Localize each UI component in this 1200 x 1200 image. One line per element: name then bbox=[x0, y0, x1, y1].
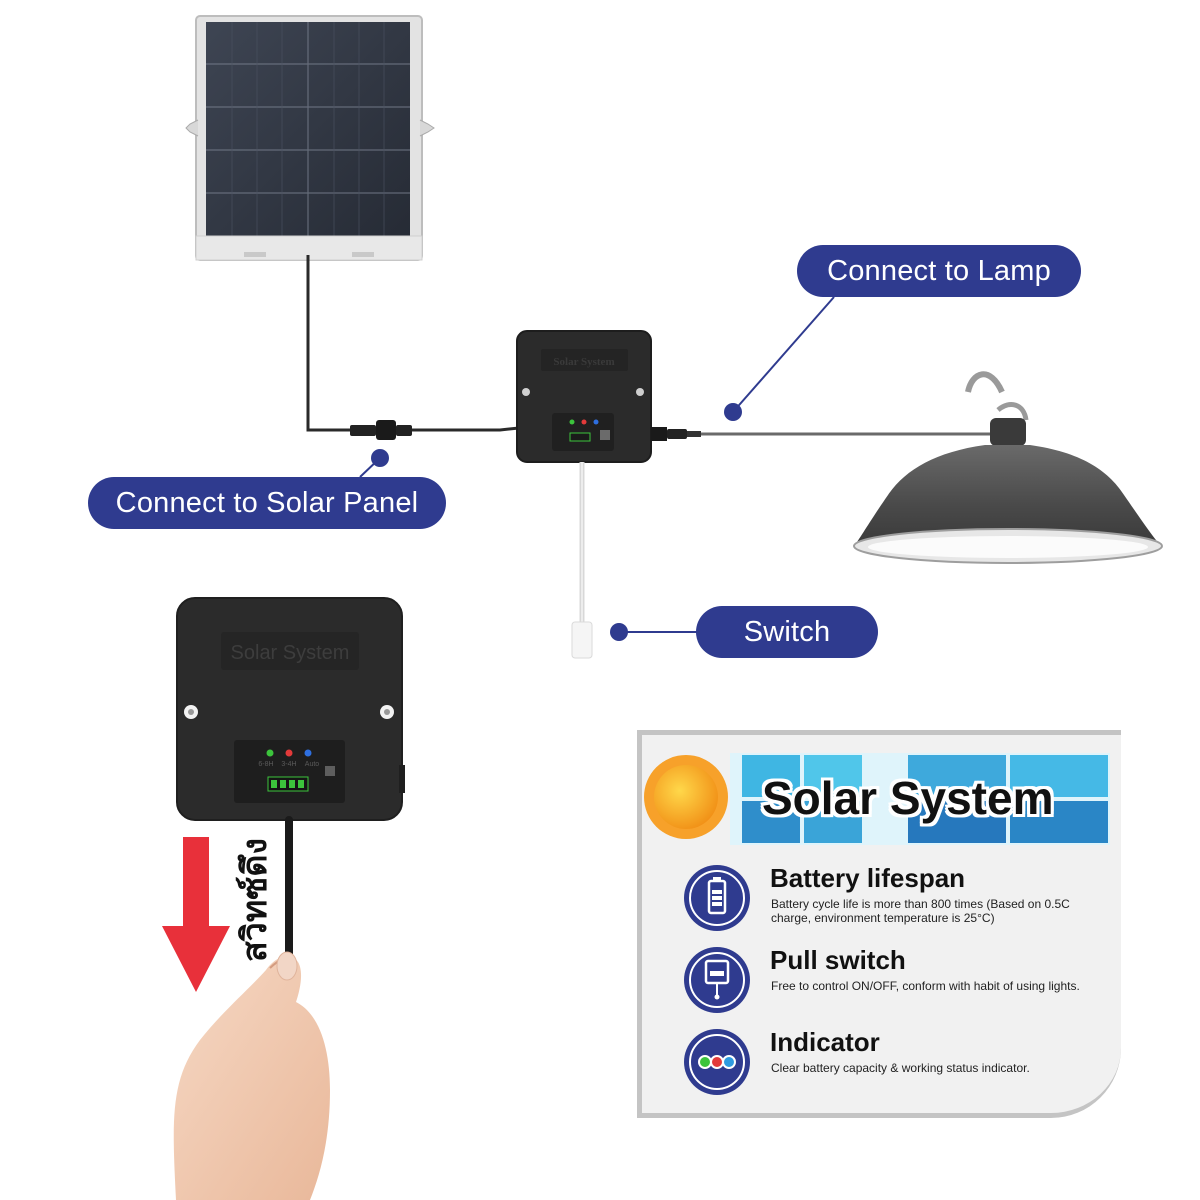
control-box: Solar System bbox=[516, 330, 652, 463]
feature-title: Battery lifespan bbox=[770, 863, 966, 893]
callout-lamp-pointer bbox=[724, 296, 835, 421]
callout-switch: Switch bbox=[696, 606, 878, 658]
feature-description: Clear battery capacity & working status … bbox=[771, 1061, 1030, 1075]
control-box-closeup: Solar System 6-8H 3-4H Auto bbox=[176, 597, 403, 821]
hand-illustration bbox=[173, 951, 330, 1200]
feature-title: Indicator bbox=[770, 1027, 880, 1057]
indicator-lights-icon bbox=[684, 1029, 750, 1095]
info-card: Solar System Battery lifespan Battery cy… bbox=[637, 730, 1121, 1118]
callout-switch-pointer bbox=[610, 623, 700, 641]
callout-connect-to-lamp: Connect to Lamp bbox=[797, 245, 1081, 297]
panel-cable bbox=[306, 255, 352, 432]
feature-indicator: Indicator Clear battery capacity & worki… bbox=[682, 1027, 1121, 1103]
svg-text:Solar System: Solar System bbox=[553, 356, 614, 368]
pull-switch-handle bbox=[571, 621, 593, 659]
feature-description: Battery cycle life is more than 800 time… bbox=[771, 897, 1070, 925]
closeup-box-label: Solar System bbox=[231, 642, 350, 664]
sun-icon bbox=[644, 755, 728, 839]
feature-title: Pull switch bbox=[770, 945, 906, 975]
indicator-label-1: 6-8H bbox=[258, 761, 273, 768]
callout-connect-to-solar-panel: Connect to Solar Panel bbox=[88, 477, 446, 529]
lamp-connector bbox=[651, 427, 701, 441]
card-banner bbox=[644, 753, 1110, 845]
card-title: Solar System bbox=[762, 772, 1054, 824]
indicator-label-3: Auto bbox=[305, 761, 320, 768]
pendant-lamp bbox=[853, 371, 1163, 564]
callout-panel-pointer bbox=[359, 449, 389, 478]
pull-switch-icon bbox=[684, 947, 750, 1013]
feature-battery-lifespan: Battery lifespan Battery cycle life is m… bbox=[682, 863, 1121, 939]
solar-panel bbox=[185, 15, 435, 261]
pull-switch-thai-label: สวิทซ์ดึง bbox=[235, 838, 275, 963]
indicator-label-2: 3-4H bbox=[281, 761, 296, 768]
feature-pull-switch: Pull switch Free to control ON/OFF, conf… bbox=[682, 945, 1121, 1021]
panel-connector bbox=[350, 420, 412, 440]
pull-down-arrow-icon bbox=[162, 837, 230, 992]
feature-description: Free to control ON/OFF, conform with hab… bbox=[771, 979, 1080, 993]
battery-icon bbox=[684, 865, 750, 931]
